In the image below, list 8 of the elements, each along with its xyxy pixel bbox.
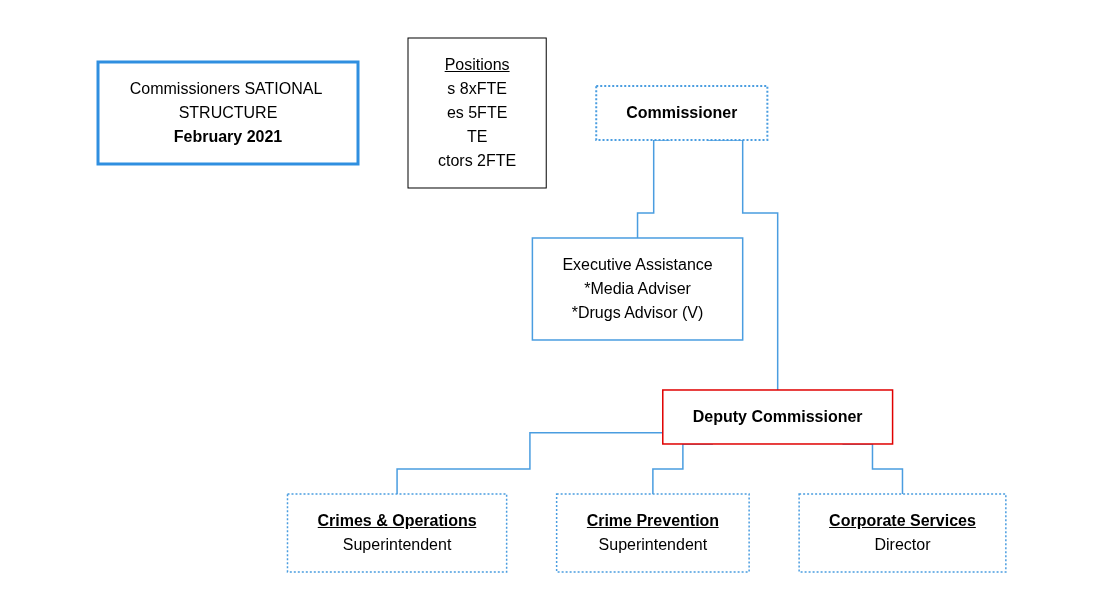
node-box: Crimes & Operations Superintendent <box>286 493 508 573</box>
node-box: Deputy Commissioner <box>662 389 894 445</box>
node-box: Positions s 8xFTE es 5FTE TE ctors 2FTE <box>407 37 547 189</box>
node-box: Crime Prevention Superintendent <box>555 493 750 573</box>
node-box: Corporate Services Director <box>798 493 1007 573</box>
node-box: Executive Assistance *Media Adviser *Drugs Advisor (V) <box>531 237 744 341</box>
node-box: Commissioners SATIONAL STRUCTURE February 2021 <box>96 60 360 166</box>
node-box: Commissioner <box>595 85 769 141</box>
